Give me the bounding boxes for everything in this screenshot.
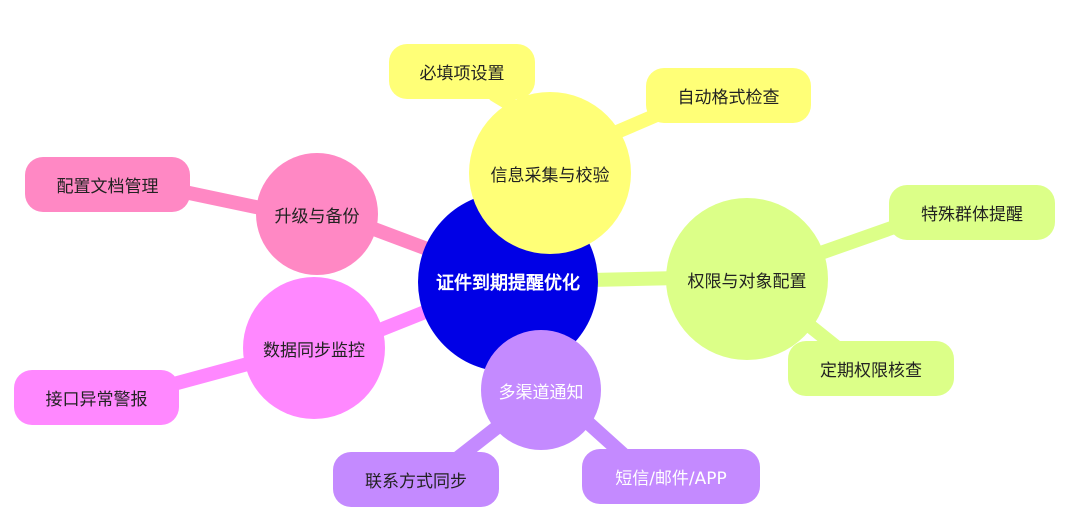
- branch-upgrade-label: 升级与备份: [274, 206, 360, 227]
- node-format-label: 自动格式检查: [677, 88, 780, 108]
- branch-info[interactable]: 信息采集与校验: [469, 92, 631, 254]
- node-iface-label: 接口异常警报: [45, 390, 148, 410]
- branch-perm-label: 权限与对象配置: [687, 271, 807, 292]
- node-channels[interactable]: 短信/邮件/APP: [582, 449, 760, 504]
- node-required[interactable]: 必填项设置: [389, 44, 535, 99]
- link-perm-special: [808, 218, 907, 262]
- node-required-label: 必填项设置: [419, 64, 505, 84]
- node-contact-label: 联系方式同步: [365, 472, 467, 492]
- branch-notify-label: 多渠道通知: [498, 382, 584, 403]
- node-special[interactable]: 特殊群体提醒: [889, 185, 1055, 240]
- node-docs[interactable]: 配置文档管理: [25, 157, 190, 212]
- node-channels-label: 短信/邮件/APP: [615, 469, 727, 489]
- node-periodic-label: 定期权限核查: [820, 361, 922, 381]
- branch-perm[interactable]: 权限与对象配置: [666, 198, 828, 360]
- link-upgrade-docs: [168, 183, 277, 217]
- node-iface[interactable]: 接口异常警报: [14, 370, 179, 425]
- branch-info-label: 信息采集与校验: [490, 165, 610, 186]
- branch-notify[interactable]: 多渠道通知: [481, 330, 601, 450]
- node-special-label: 特殊群体提醒: [921, 205, 1023, 225]
- node-periodic[interactable]: 定期权限核查: [788, 341, 954, 396]
- node-contact[interactable]: 联系方式同步: [333, 452, 499, 507]
- branch-upgrade[interactable]: 升级与备份: [256, 153, 378, 275]
- node-format[interactable]: 自动格式检查: [646, 68, 811, 123]
- node-docs-label: 配置文档管理: [56, 177, 159, 197]
- center-node-label: 证件到期提醒优化: [436, 273, 580, 294]
- link-center-perm: [583, 271, 687, 287]
- branch-sync[interactable]: 数据同步监控: [243, 277, 385, 419]
- link-sync-iface: [163, 355, 262, 392]
- branch-sync-label: 数据同步监控: [263, 340, 365, 361]
